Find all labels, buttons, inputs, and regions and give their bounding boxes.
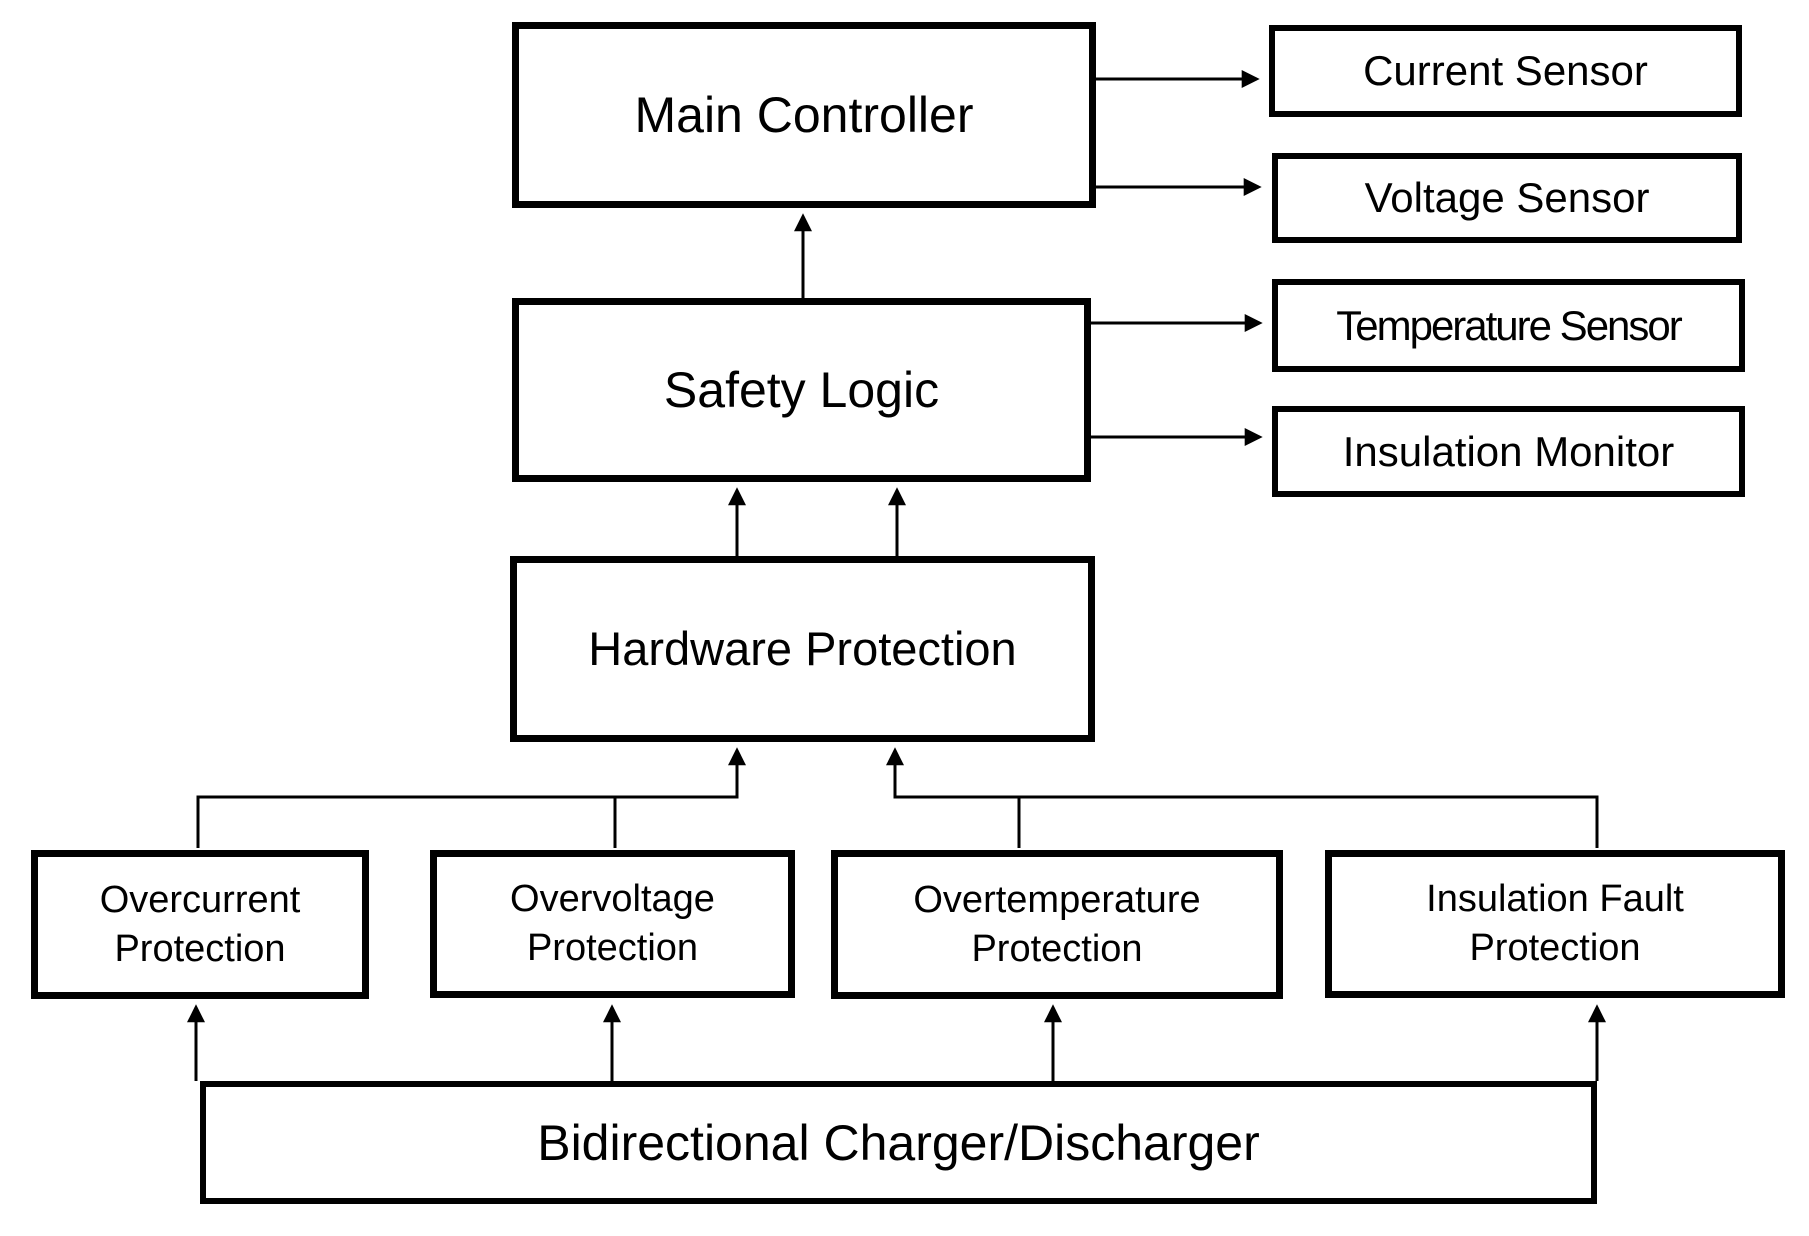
main-controller-block: Main Controller bbox=[512, 22, 1096, 208]
overcurrent-protection-block: Overcurrent Protection bbox=[31, 850, 369, 999]
voltage-sensor-block: Voltage Sensor bbox=[1272, 153, 1742, 243]
insulation-fault-protection-label: Insulation Fault Protection bbox=[1426, 878, 1684, 969]
insulation-fault-protection-block: Insulation Fault Protection bbox=[1325, 850, 1785, 998]
hardware-protection-label: Hardware Protection bbox=[588, 621, 1017, 675]
safety-logic-label: Safety Logic bbox=[663, 362, 940, 418]
overcurrent-protection-label: Overcurrent Protection bbox=[99, 878, 301, 970]
overvoltage-protection-block: Overvoltage Protection bbox=[430, 850, 795, 998]
overtemperature-protection-label: Overtemperature Protection bbox=[913, 878, 1201, 970]
safety-logic-block: Safety Logic bbox=[512, 298, 1091, 482]
main-controller-label: Main Controller bbox=[634, 87, 974, 143]
overvoltage-protection-label: Overvoltage Protection bbox=[510, 878, 715, 969]
temperature-sensor-block: Temperature Sensor bbox=[1272, 279, 1745, 372]
bidirectional-charger-discharger-label: Bidirectional Charger/Discharger bbox=[537, 1114, 1260, 1171]
bus-left-to-hardware-protection bbox=[196, 747, 746, 848]
insulation-monitor-label: Insulation Monitor bbox=[1342, 427, 1675, 475]
temperature-sensor-label: Temperature Sensor bbox=[1336, 301, 1683, 349]
bidirectional-charger-discharger-block: Bidirectional Charger/Discharger bbox=[200, 1081, 1597, 1204]
current-sensor-block: Current Sensor bbox=[1269, 25, 1742, 117]
voltage-sensor-label: Voltage Sensor bbox=[1364, 174, 1650, 222]
hardware-protection-block: Hardware Protection bbox=[510, 556, 1095, 742]
current-sensor-label: Current Sensor bbox=[1363, 47, 1648, 95]
bus-right-to-hardware-protection bbox=[886, 747, 1599, 848]
insulation-monitor-block: Insulation Monitor bbox=[1272, 406, 1745, 497]
overtemperature-protection-block: Overtemperature Protection bbox=[831, 850, 1283, 999]
